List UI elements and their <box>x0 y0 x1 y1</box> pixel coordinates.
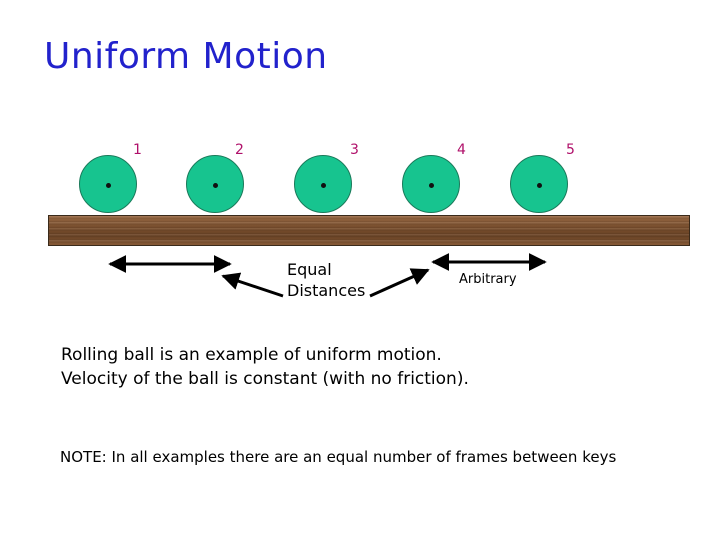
frame-number-3: 3 <box>350 142 359 158</box>
ball-frame-1 <box>79 155 137 213</box>
ball-frame-2 <box>186 155 244 213</box>
arbitrary-label: Arbitrary <box>459 272 517 287</box>
frame-number-2: 2 <box>235 142 244 158</box>
frame-number-5: 5 <box>566 142 575 158</box>
slide-title: Uniform Motion <box>44 36 328 77</box>
equal-label-line2: Distances <box>287 281 366 300</box>
ball-axle-dot <box>106 183 111 188</box>
description-line-1: Rolling ball is an example of uniform mo… <box>61 345 442 365</box>
ball-frame-4 <box>402 155 460 213</box>
frame-number-1: 1 <box>133 142 142 158</box>
ball-axle-dot <box>429 183 434 188</box>
ball-axle-dot <box>213 183 218 188</box>
equal-distances-arrow-left <box>221 272 284 298</box>
ball-axle-dot <box>321 183 326 188</box>
ball-axle-dot <box>537 183 542 188</box>
equal-distances-label: Equal Distances <box>287 259 365 301</box>
description-line-2: Velocity of the ball is constant (with n… <box>61 369 469 389</box>
wooden-floor <box>48 215 690 246</box>
ball-frame-5 <box>510 155 568 213</box>
equal-label-line1: Equal <box>287 260 332 279</box>
description-text: Rolling ball is an example of uniform mo… <box>61 343 469 391</box>
ball-frame-3 <box>294 155 352 213</box>
equal-distances-arrow-right <box>369 268 430 298</box>
note-text: NOTE: In all examples there are an equal… <box>60 448 617 466</box>
frame-number-4: 4 <box>457 142 466 158</box>
